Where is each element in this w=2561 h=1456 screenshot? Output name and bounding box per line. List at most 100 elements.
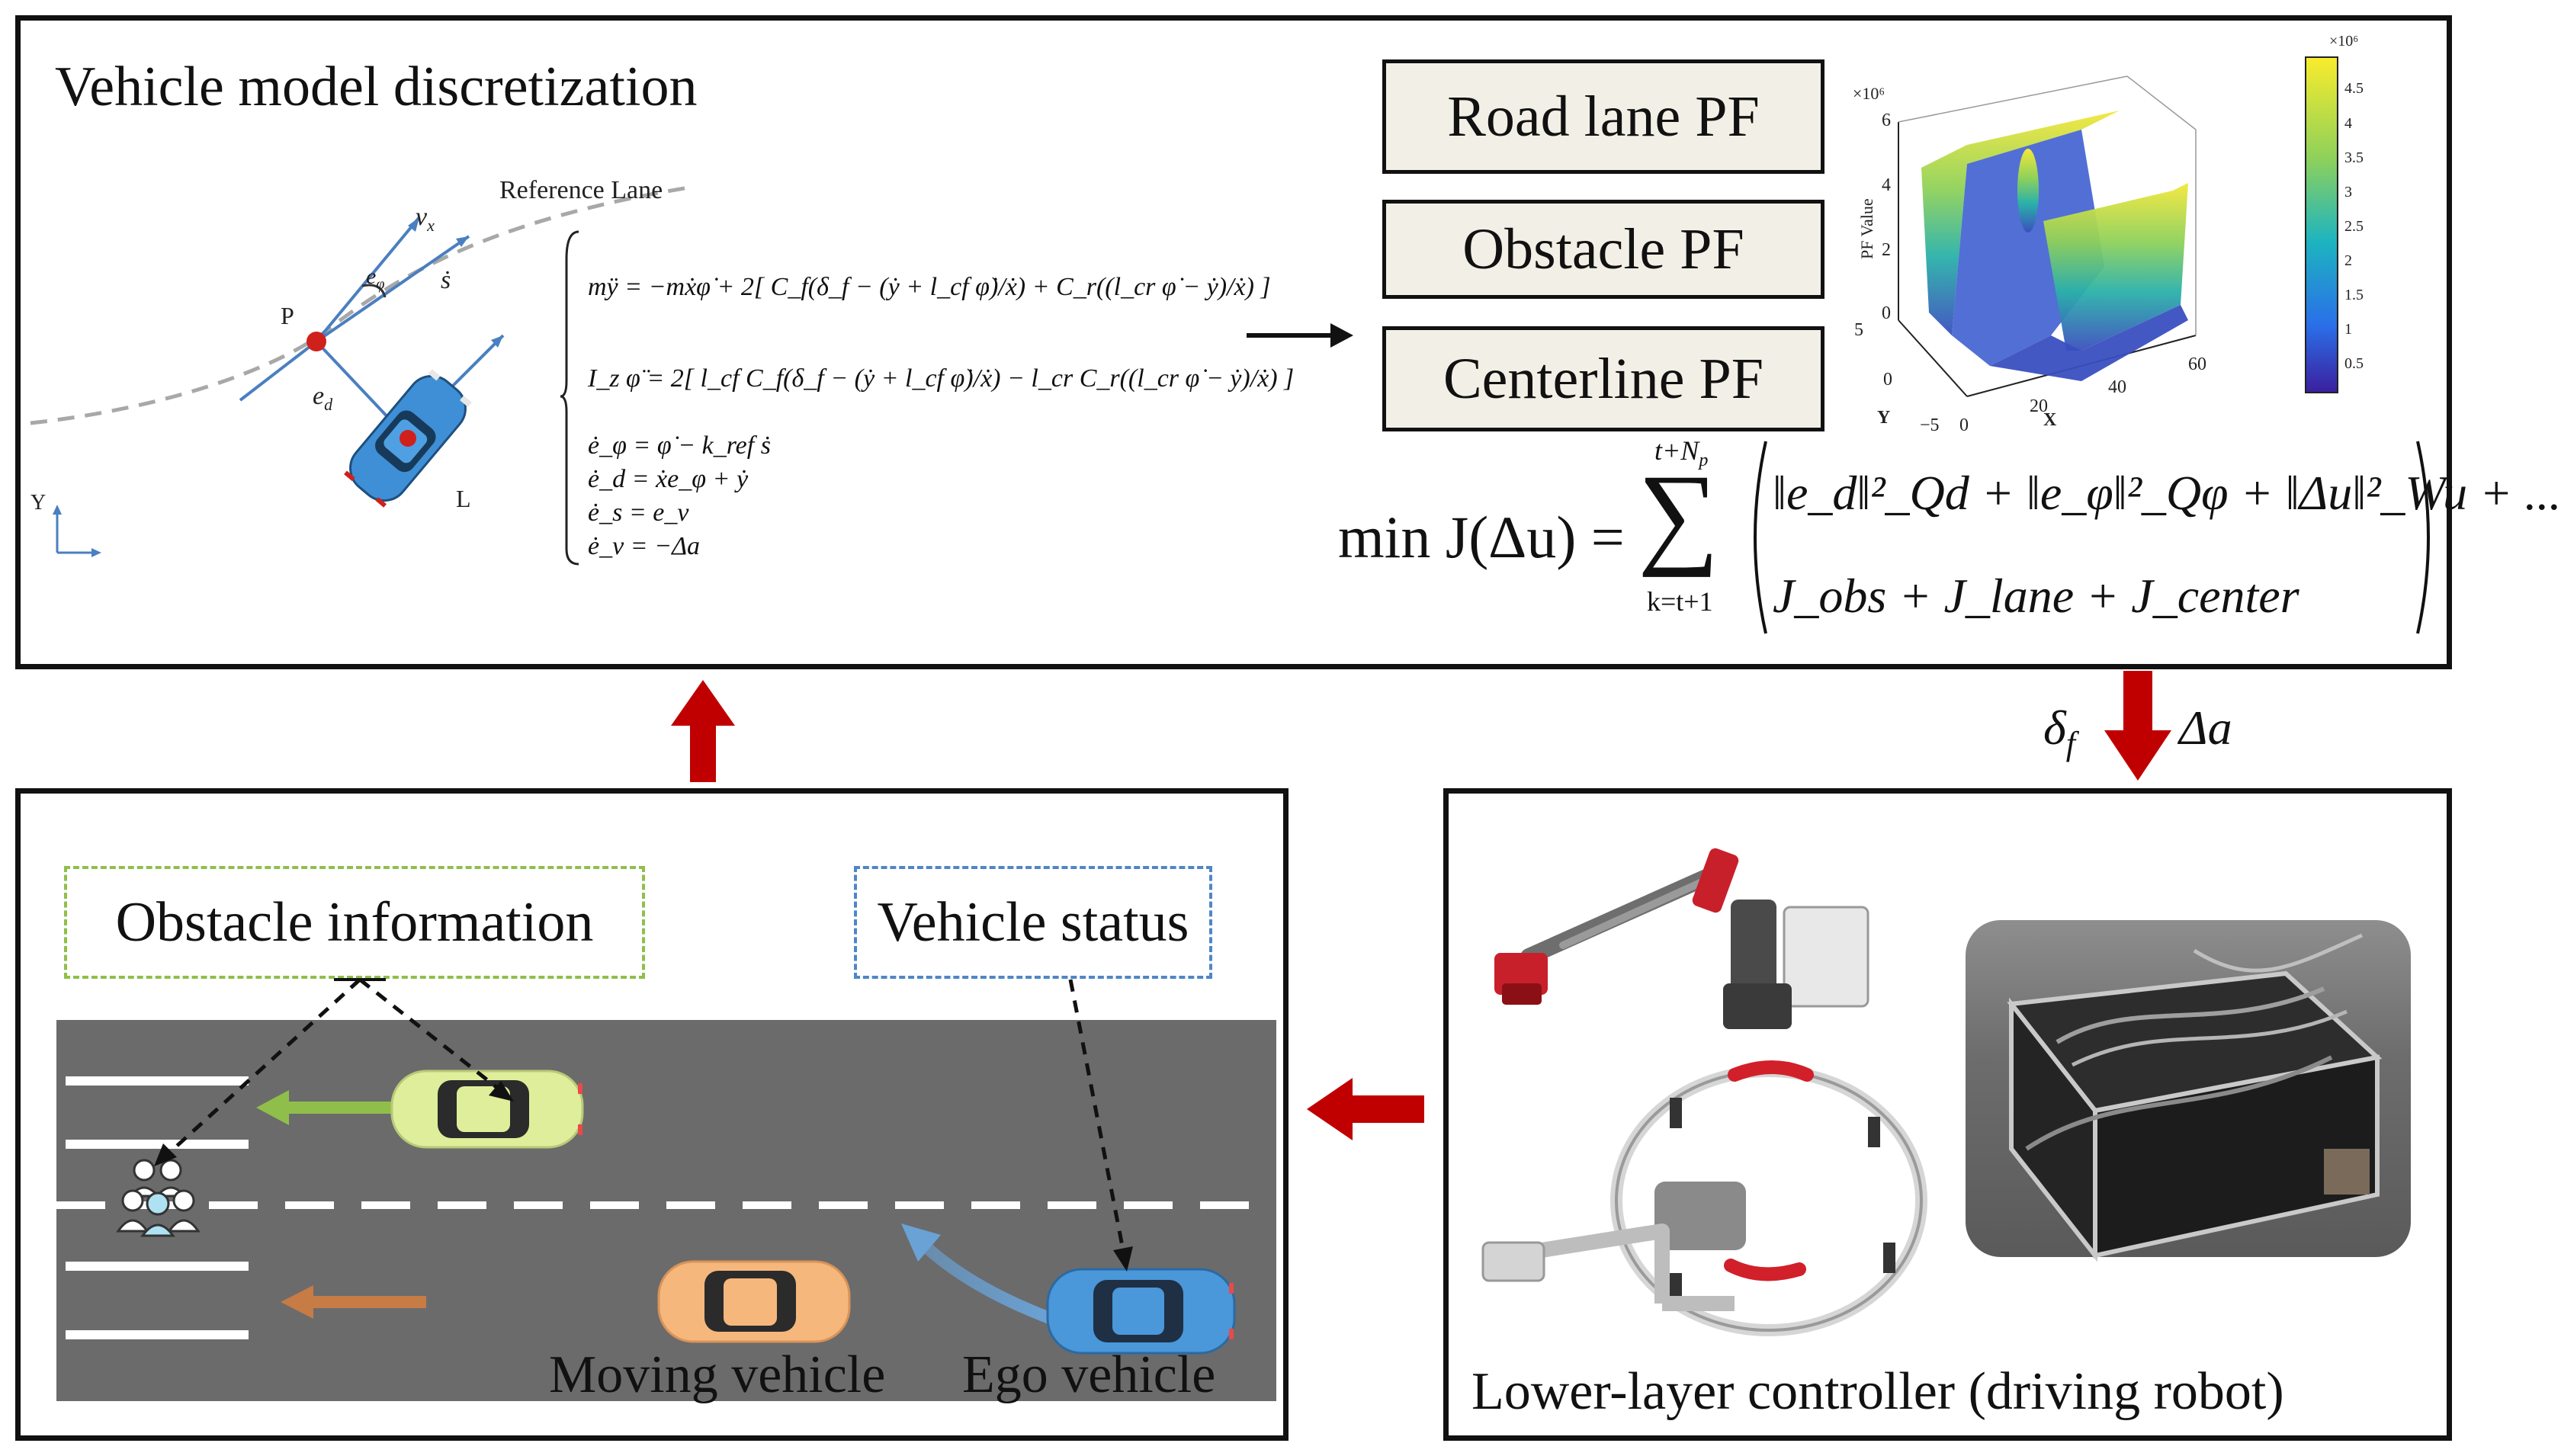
cb-tick-1-5: 1.5 (2344, 287, 2364, 303)
obstacle-car-trail-head (256, 1090, 289, 1125)
moving-car (657, 1260, 851, 1343)
pedestrian-group-icon (116, 1159, 201, 1237)
z-tick-2: 2 (1882, 240, 1891, 260)
crosswalk-stripe-4 (66, 1330, 249, 1339)
cb-tick-2: 2 (2344, 252, 2352, 269)
normal-line (239, 340, 318, 402)
equation-lateral-force: mÿ = −mẋφ̇ + 2[ C_f(δ_f − (ẏ + l_cf φ̇)/… (588, 273, 1271, 301)
equation-heading-error: ė_φ = φ̇ − k_ref ṡ (588, 431, 771, 460)
point-p (306, 332, 326, 351)
obstacle-info-arrow-to-car (358, 978, 502, 1092)
surface-floor-right (1990, 305, 2188, 381)
panel-title: Vehicle model discretization (55, 56, 698, 118)
robot-steering-actuator (1481, 848, 1927, 1336)
cb-tick-3: 3 (2344, 184, 2352, 200)
l-label: L (456, 485, 471, 512)
z-tick-4: 4 (1882, 175, 1891, 195)
ego-vehicle-label: Ego vehicle (962, 1345, 1216, 1404)
p-label: P (281, 302, 294, 329)
obstacle-peak (2017, 149, 2039, 233)
y-axis-arrowhead (53, 505, 62, 515)
y-tick-minus5: −5 (1920, 415, 1940, 435)
obstacle-pf-box: Obstacle PF (1382, 200, 1824, 299)
delta-f-label: δf (2043, 701, 2075, 762)
vx-label: vx (416, 203, 435, 235)
moving-car-trail (312, 1296, 426, 1308)
crosswalk-stripe-1 (66, 1076, 249, 1086)
surface-right-wall (2043, 183, 2188, 351)
car-heading-arrowhead (491, 335, 503, 348)
x-axis-title: X (2043, 410, 2057, 430)
moving-vehicle-label: Moving vehicle (549, 1345, 886, 1404)
cost-function-lhs: min J(Δu) = (1338, 504, 1625, 570)
x-tick-60: 60 (2188, 354, 2206, 374)
e-phi-label: eφ (366, 264, 384, 293)
ego-car-trajectory (921, 1242, 1054, 1325)
arrow-to-pf (1247, 323, 1353, 348)
cost-big-paren-right (2416, 441, 2430, 634)
cb-tick-0-5: 0.5 (2344, 355, 2364, 372)
arrow-left-to-scene (1307, 1078, 1424, 1140)
pf-surface-plot: ×10⁶ 6 4 2 0 PF Value 5 0 −5 Y 0 20 40 6… (1853, 33, 2364, 435)
cost-row-pf: J_obs + J_lane + J_center (1773, 569, 2299, 623)
road-scene (56, 978, 1276, 1401)
cost-row-tracking: ‖e_d‖²_Qd + ‖e_φ‖²_Qφ + ‖Δu‖²_Wu + ... (1773, 466, 2561, 520)
ed-label: ed (313, 382, 333, 414)
x-tick-20: 20 (2030, 396, 2048, 416)
cb-tick-4-5: 4.5 (2344, 80, 2364, 97)
cb-tick-3-5: 3.5 (2344, 149, 2364, 166)
s-dot-label: ṡ (441, 266, 451, 294)
colorbar-scale: ×10⁶ (2329, 33, 2358, 50)
reference-lane-label: Reference Lane (499, 176, 663, 204)
summation-symbol: ∑ (1638, 451, 1719, 578)
dynamics-equations: mÿ = −mẋφ̇ + 2[ C_f(δ_f − (ẏ + l_cf φ̇)/… (560, 229, 1294, 566)
sum-lower-limit: k=t+1 (1647, 586, 1713, 617)
equation-brace (560, 230, 579, 566)
robot-caption: Lower-layer controller (driving robot) (1471, 1362, 2284, 1421)
surface-left-wall (1921, 111, 2120, 335)
y-axis-label: Y (30, 491, 46, 515)
pedestrians-arrowhead (154, 1143, 177, 1166)
obstacle-information-box: Obstacle information (64, 866, 645, 979)
delta-a-label: Δa (2179, 701, 2232, 755)
crosswalk-stripe-3 (66, 1262, 249, 1271)
y-tick-0: 0 (1883, 370, 1892, 390)
vehicle-status-box: Vehicle status (854, 866, 1212, 979)
vehicle-model-sketch: Reference Lane vx eφ ṡ P ed L Y (30, 176, 695, 557)
cb-tick-4: 4 (2344, 115, 2352, 132)
z-tick-0: 0 (1882, 303, 1891, 323)
obstacle-info-arrow-to-pedestrians (165, 978, 361, 1156)
y-axis-title: Y (1877, 408, 1890, 428)
control-box-illustration (2007, 933, 2383, 1262)
z-axis-label: PF Value (1857, 198, 1876, 259)
colorbar (2305, 56, 2338, 393)
x-tick-40: 40 (2108, 377, 2126, 397)
ego-car-trajectory-head (901, 1223, 941, 1262)
vehicle-status-arrowhead (1113, 1246, 1133, 1272)
road-lane-pf-box: Road lane PF (1382, 59, 1824, 174)
cost-big-paren-left (1754, 441, 1767, 634)
equation-yaw-moment: I_z φ̈ = 2[ l_cf C_f(δ_f − (ẏ + l_cf φ̇)… (588, 364, 1295, 393)
sum-upper-limit: t+Np (1654, 435, 1709, 471)
s-dot-vector (315, 235, 470, 343)
vehicle-status-arrow (1068, 979, 1126, 1255)
vx-arrowhead (408, 217, 419, 232)
cb-tick-1: 1 (2344, 321, 2352, 338)
obstacle-car (390, 1070, 584, 1149)
y-axis-line (1898, 319, 1968, 397)
equation-longitudinal-error: ė_s = e_v (588, 499, 689, 527)
z-tick-6: 6 (1882, 111, 1891, 130)
vx-vector (315, 216, 421, 343)
arrow-down-to-robot (2104, 671, 2171, 781)
cb-tick-2-5: 2.5 (2344, 218, 2364, 235)
robot-control-box-photo (1966, 920, 2411, 1262)
obstacle-car-arrowhead (489, 1081, 514, 1102)
crosswalk-stripe-2 (66, 1140, 249, 1149)
centerline-pf-box: Centerline PF (1382, 326, 1824, 431)
x-axis-arrowhead (91, 548, 101, 557)
equation-speed-error: ė_v = −Δa (588, 532, 701, 560)
ego-car (1046, 1268, 1236, 1355)
ego-car-top-view (344, 369, 472, 508)
y-tick-5: 5 (1854, 320, 1863, 340)
equation-lateral-error: ė_d = ẋe_φ + ẏ (588, 465, 749, 493)
